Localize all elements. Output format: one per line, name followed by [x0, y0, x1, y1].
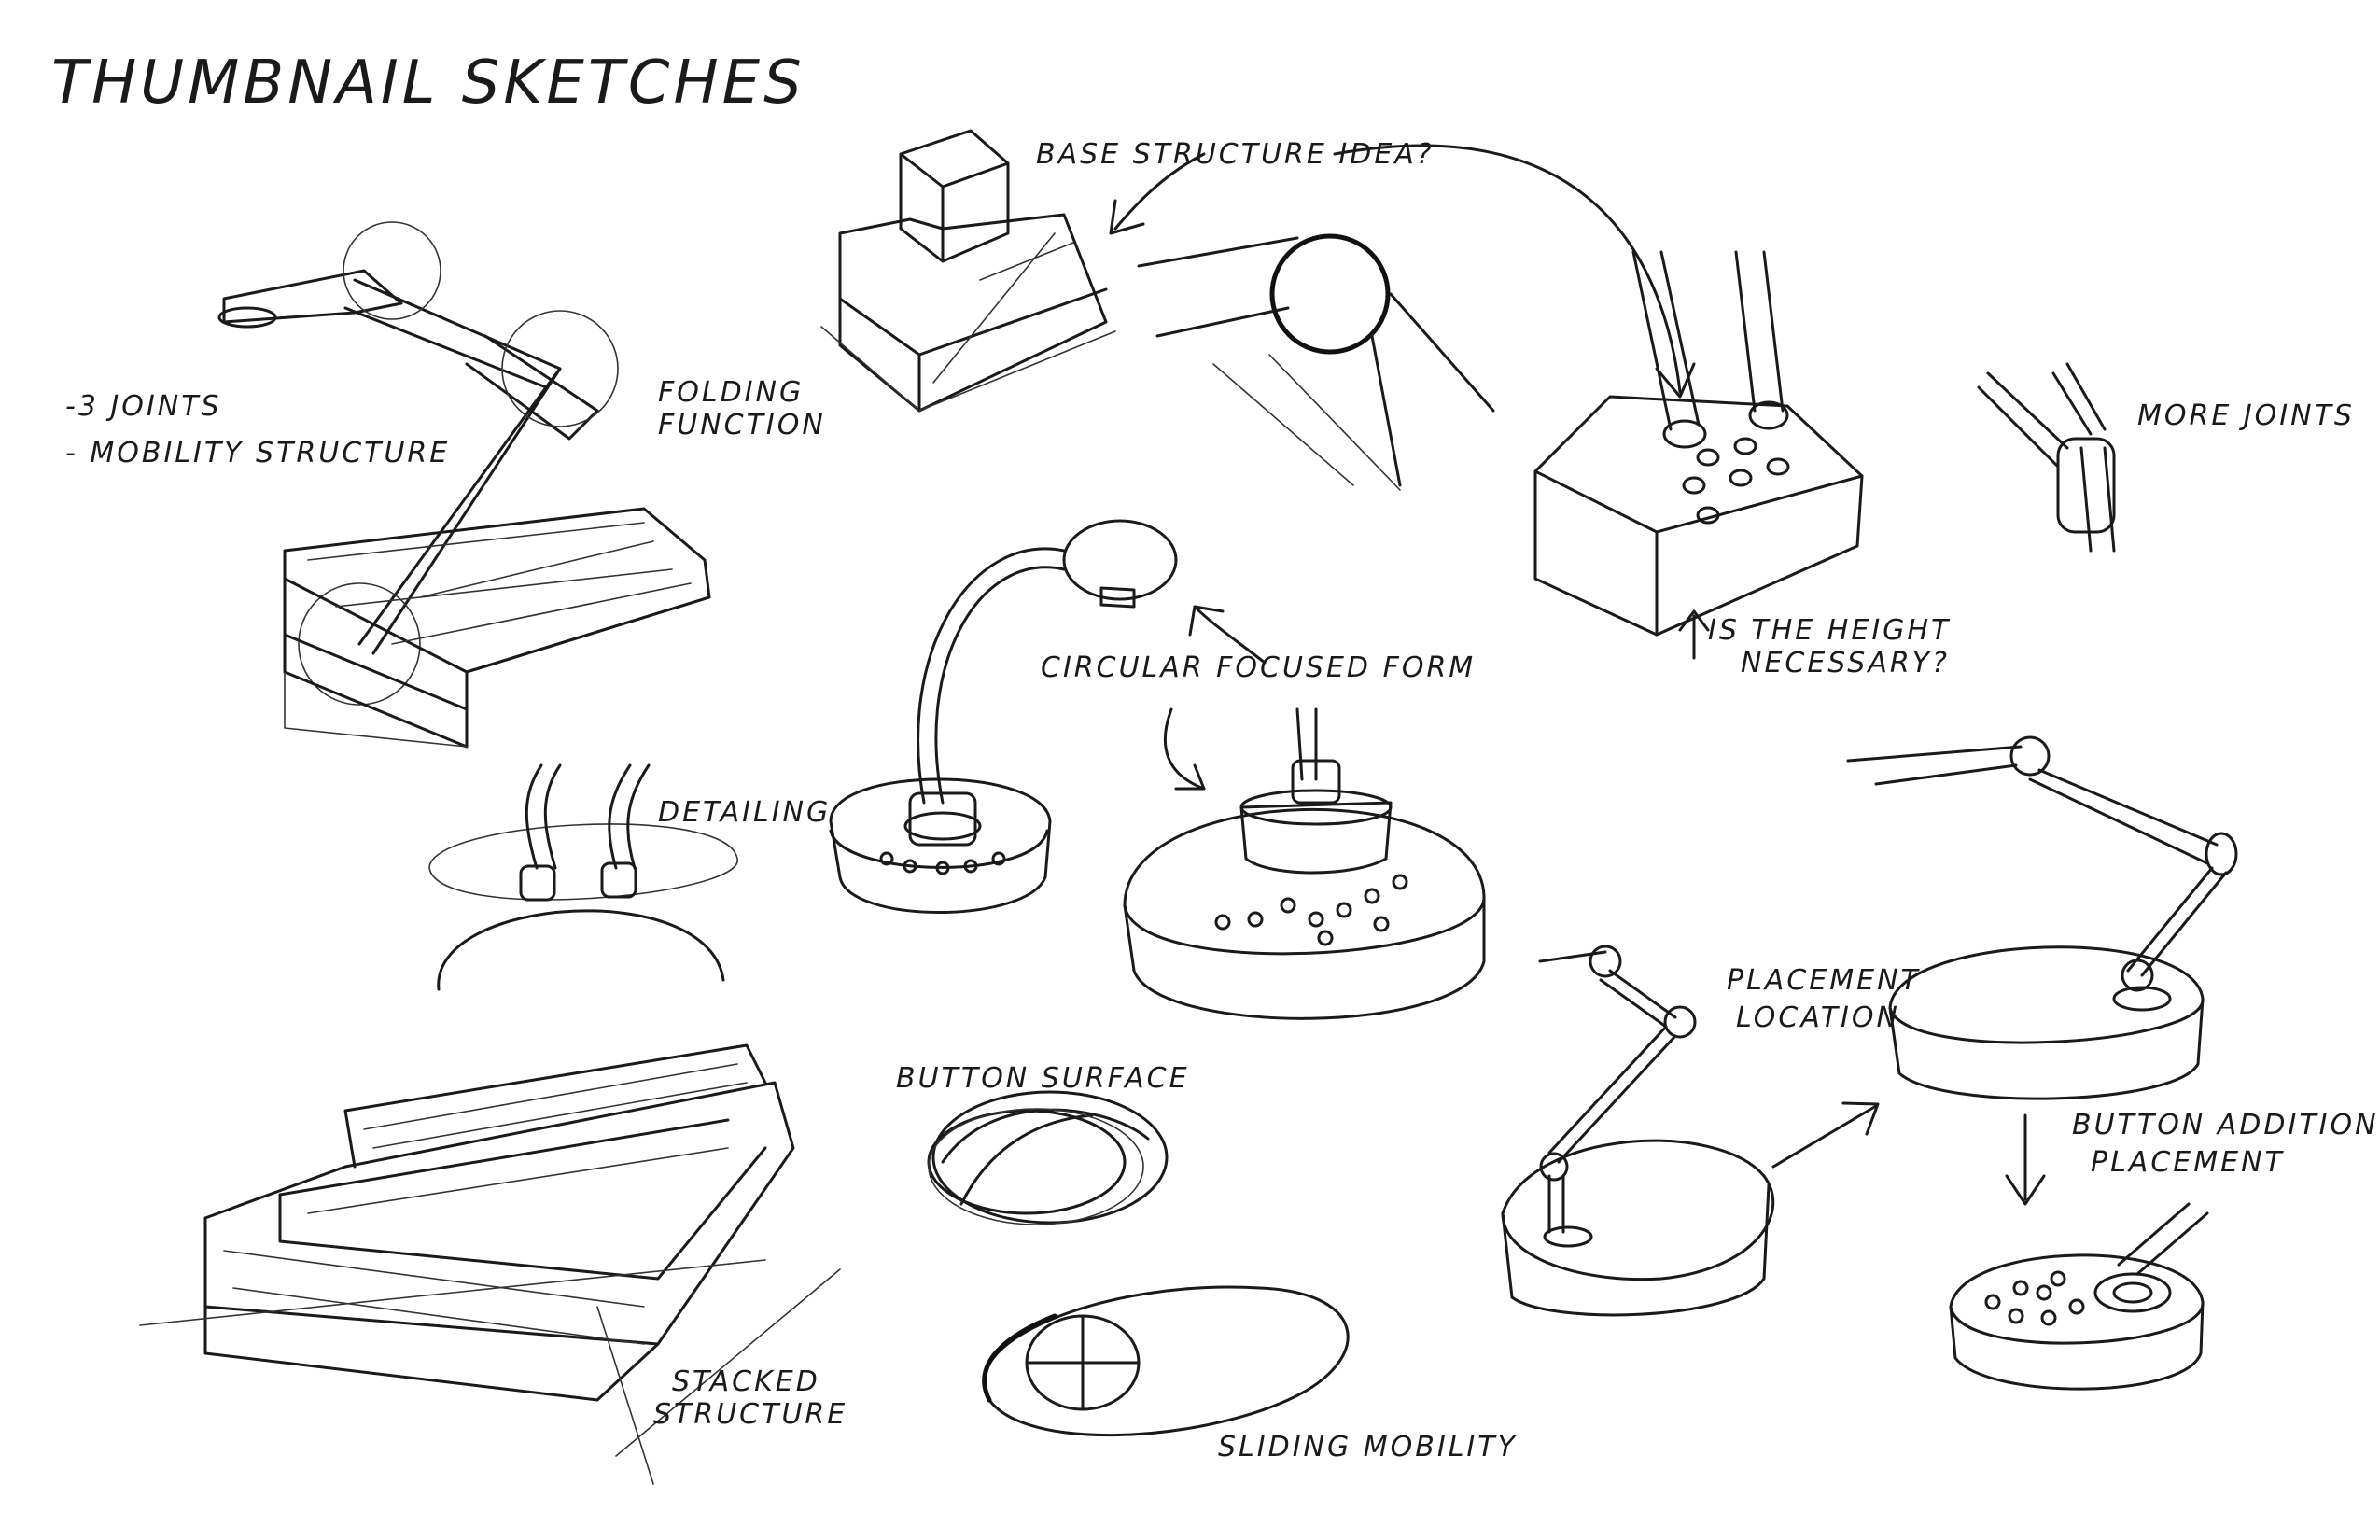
arrow-head-icon	[1678, 609, 1710, 632]
sketch-stacked-structure	[139, 1043, 841, 1485]
label-folding-function-2: FUNCTION	[658, 409, 826, 441]
arrow-base-structure-to-tall-base	[1333, 144, 1682, 394]
label-button-addition-1: BUTTON ADDITION	[2072, 1109, 2379, 1141]
label-height-necessary-1: IS THE HEIGHT	[1708, 614, 1951, 647]
label-three-joints: -3 JOINTS	[65, 390, 222, 423]
sketch-more-joints	[1977, 362, 2116, 553]
label-more-joints: MORE JOINTS	[2137, 399, 2355, 432]
arrow-head-icon	[1188, 605, 1225, 637]
label-placement-location-1: PLACEMENT	[1727, 964, 1921, 997]
sketch-folding-lamp	[217, 221, 711, 749]
label-placement-location-2: LOCATION	[1736, 1001, 1900, 1034]
sketch-circular-base	[1123, 707, 1486, 1020]
arrow-pebble-to-placement	[1771, 1104, 1878, 1169]
annotation-labels: -3 JOINTS - MOBILITY STRUCTURE FOLDING F…	[65, 138, 2379, 1463]
arrow-head-icon	[1841, 1101, 1880, 1136]
sketch-pebble-lamp	[1501, 945, 1775, 1317]
label-circular-focused-form: CIRCULAR FOCUSED FORM	[1041, 651, 1476, 684]
sketch-gooseneck-lamp	[829, 519, 1178, 914]
sketch-detailing	[428, 763, 738, 991]
label-base-structure-idea: BASE STRUCTURE IDEA?	[1036, 138, 1435, 171]
arrow-circular-to-base	[1163, 707, 1206, 791]
arrow-head-icon	[1109, 199, 1145, 235]
sketch-tall-base	[1533, 250, 1864, 637]
arrow-head-icon	[2005, 1174, 2046, 1206]
label-button-addition-2: PLACEMENT	[2091, 1146, 2285, 1179]
sketch-sliding-mobility	[982, 1285, 1350, 1437]
arrow-base-structure-label	[1113, 152, 1206, 231]
arrow-head-icon	[1174, 763, 1206, 791]
label-folding-function-1: FOLDING	[658, 376, 804, 409]
label-button-surface: BUTTON SURFACE	[896, 1062, 1190, 1095]
sketch-button-puck	[1949, 1202, 2209, 1391]
label-sliding-mobility: SLIDING MOBILITY	[1218, 1431, 1518, 1463]
label-stacked-structure-2: STRUCTURE	[653, 1398, 847, 1431]
sketch-button-surface	[927, 1090, 1169, 1225]
arrow-head-icon	[1655, 362, 1696, 399]
label-mobility-structure: - MOBILITY STRUCTURE	[65, 437, 450, 469]
sketch-placement-lamp	[1846, 735, 2238, 1100]
page-title: THUMBNAIL SKETCHES	[51, 49, 805, 118]
annotation-arrows	[1109, 144, 2046, 1206]
label-height-necessary-2: NECESSARY?	[1741, 647, 1950, 679]
label-detailing: DETAILING	[658, 796, 831, 829]
arrow-circular-form	[1193, 605, 1267, 665]
sketch-arm-joint	[1137, 233, 1495, 491]
sketch-base-structure	[820, 129, 1116, 413]
label-stacked-structure-1: STACKED	[672, 1365, 820, 1398]
